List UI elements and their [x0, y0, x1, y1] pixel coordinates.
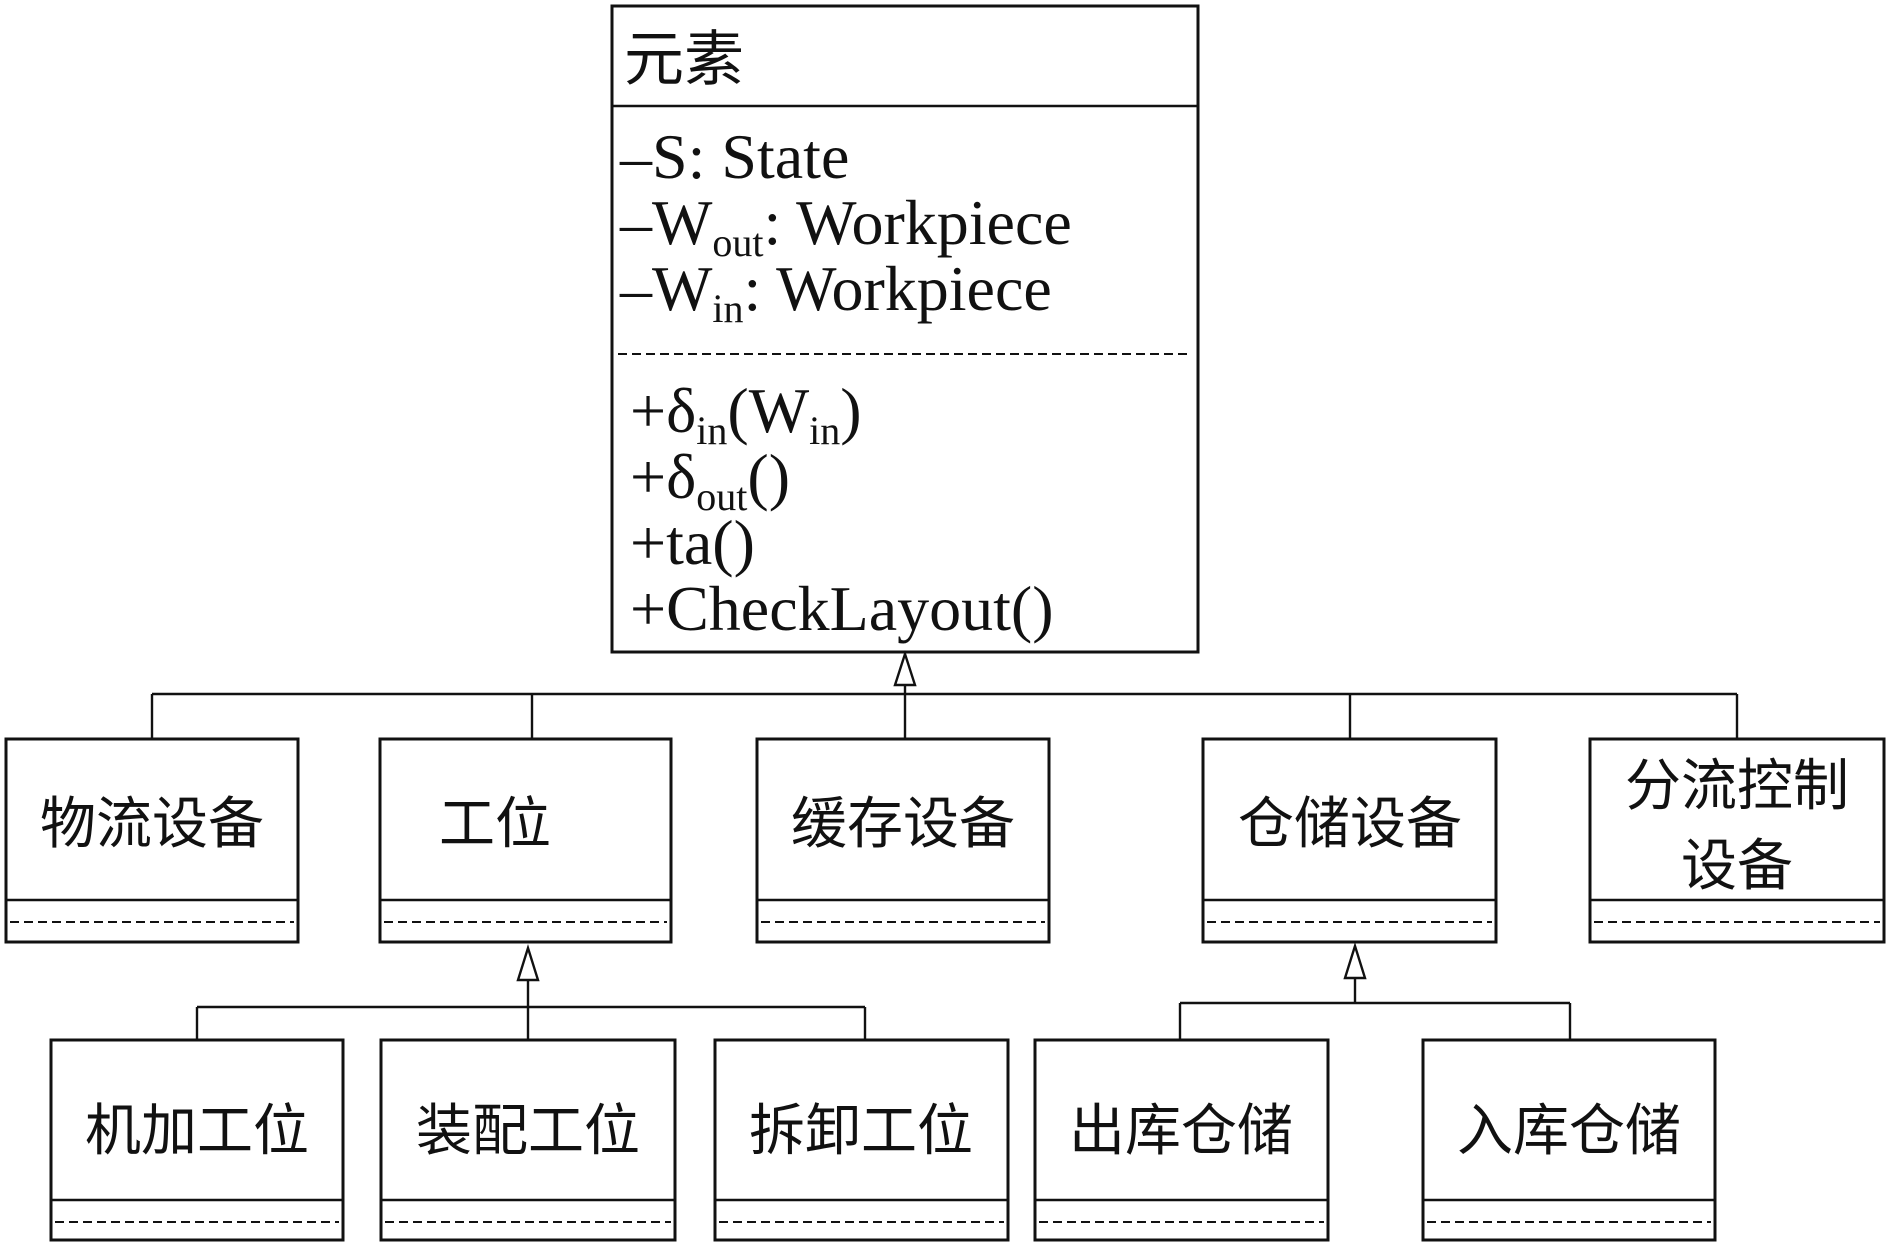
method-delta-out: +δout() [630, 441, 790, 519]
method-ta: +ta() [630, 507, 755, 578]
class-outbound-storage[interactable]: 出库仓储 [1033, 1038, 1330, 1242]
class-diverter-control-equipment[interactable]: 分流控制 设备 [1588, 737, 1886, 944]
class-element-title: 元素 [624, 25, 744, 95]
class-machining-station-name: 机加工位 [85, 1099, 309, 1164]
attribute-w-in: –Win: Workpiece [619, 253, 1052, 331]
class-buffer-equipment-name: 缓存设备 [791, 792, 1015, 857]
attribute-w-out: –Wout: Workpiece [619, 187, 1072, 265]
inheritance-workstation [195, 943, 867, 1040]
class-inbound-storage-name: 入库仓储 [1457, 1099, 1681, 1164]
class-storage-equipment[interactable]: 仓储设备 [1201, 737, 1498, 944]
inheritance-storage [1178, 941, 1572, 1040]
class-logistics-equipment[interactable]: 物流设备 [4, 737, 300, 944]
method-check-layout: +CheckLayout() [630, 573, 1054, 644]
generalization-arrow [1343, 941, 1367, 980]
class-assembly-station[interactable]: 装配工位 [379, 1038, 677, 1242]
class-inbound-storage[interactable]: 入库仓储 [1421, 1038, 1717, 1242]
class-diverter-control-equipment-name-line2: 设备 [1681, 834, 1793, 899]
generalization-arrow [516, 943, 540, 982]
generalization-arrow [893, 650, 917, 687]
class-element[interactable]: 元素 –S: State –Wout: Workpiece –Win: Work… [610, 4, 1200, 654]
class-workstation[interactable]: 工位 [378, 737, 673, 944]
class-outbound-storage-name: 出库仓储 [1069, 1099, 1293, 1164]
class-assembly-station-name: 装配工位 [416, 1099, 640, 1164]
class-diverter-control-equipment-name-line1: 分流控制 [1625, 754, 1849, 819]
inheritance-root [150, 650, 1739, 739]
class-disassembly-station-name: 拆卸工位 [749, 1099, 973, 1164]
method-delta-in: +δin(Win) [630, 375, 862, 453]
class-disassembly-station[interactable]: 拆卸工位 [713, 1038, 1010, 1242]
class-workstation-name: 工位 [439, 792, 551, 857]
class-storage-equipment-name: 仓储设备 [1238, 792, 1462, 857]
class-buffer-equipment[interactable]: 缓存设备 [755, 737, 1051, 944]
class-machining-station[interactable]: 机加工位 [49, 1038, 345, 1242]
class-logistics-equipment-name: 物流设备 [40, 792, 264, 857]
attribute-state: –S: State [619, 121, 849, 192]
